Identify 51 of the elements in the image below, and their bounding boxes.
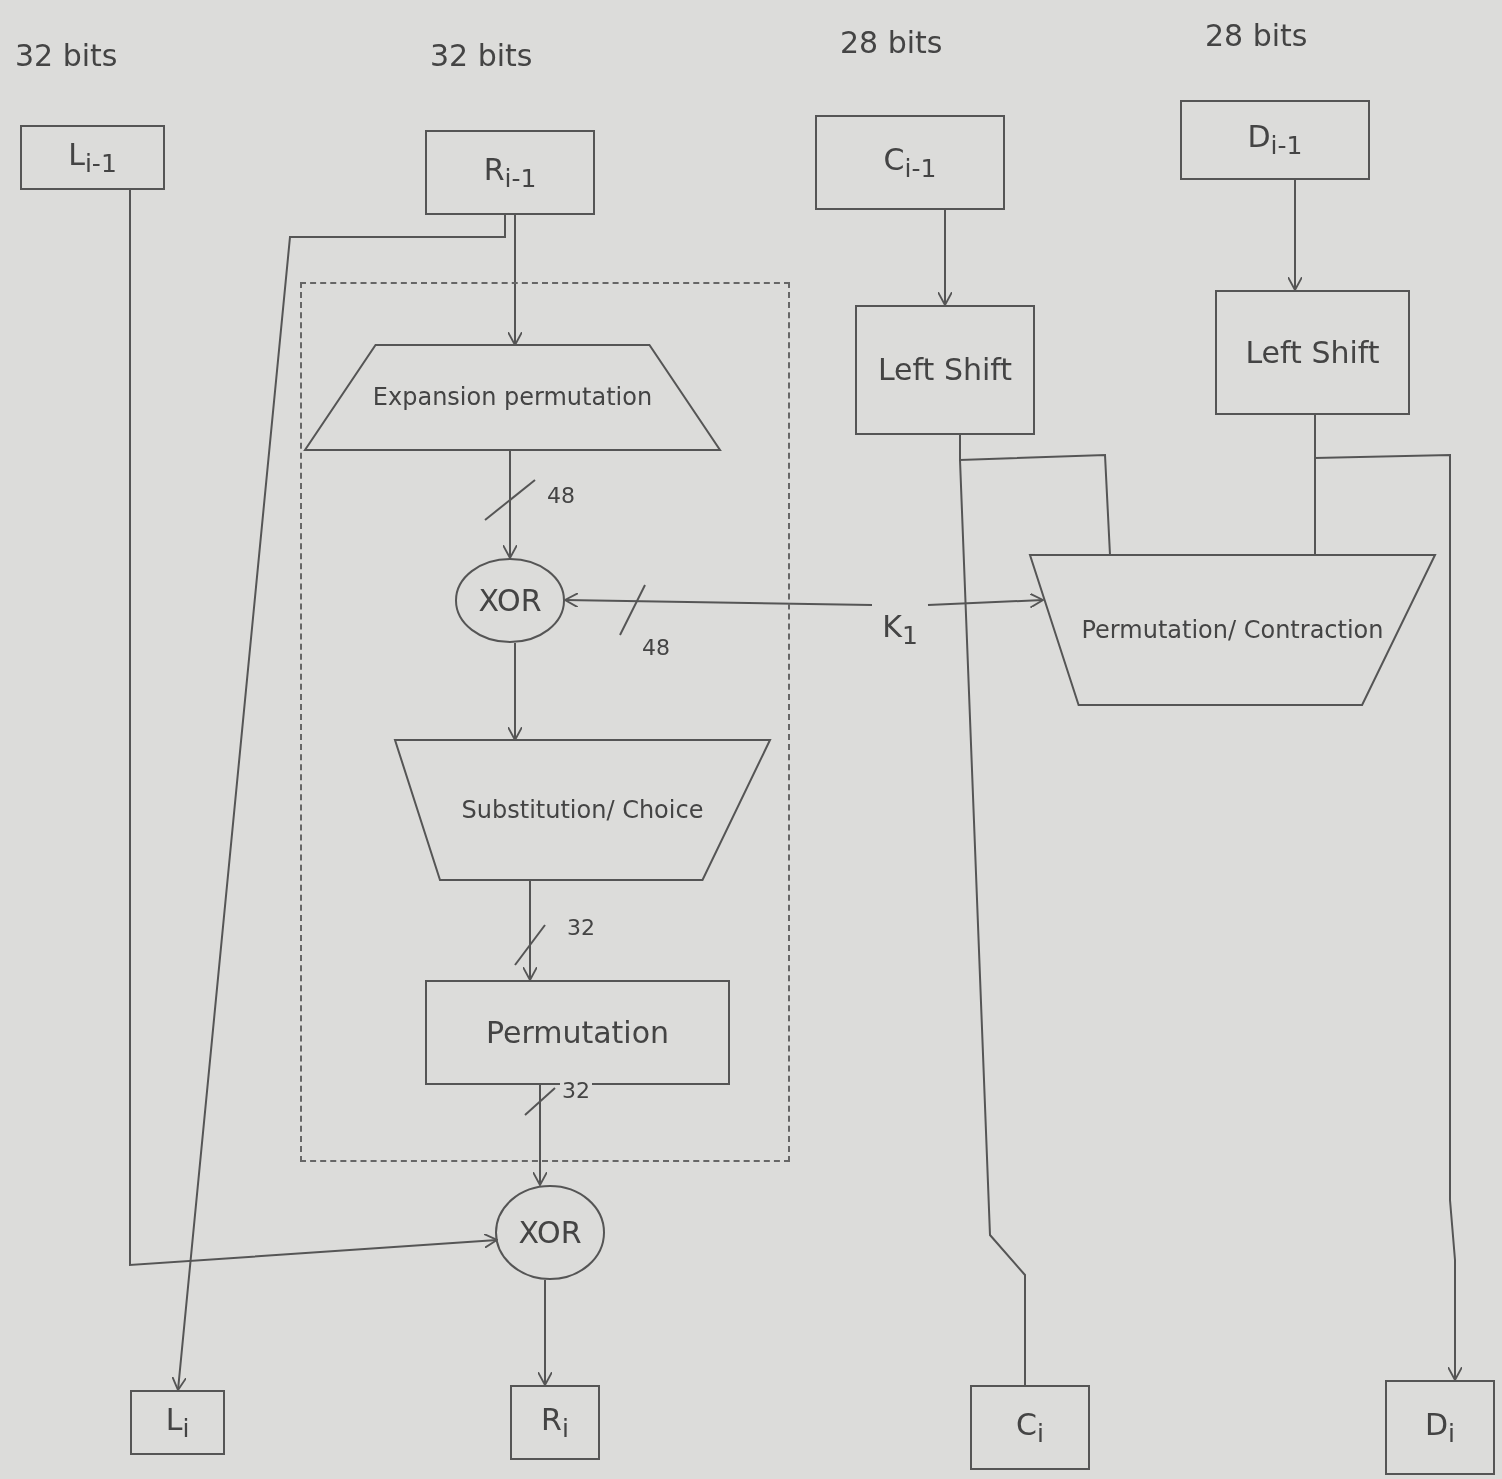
process-box (855, 305, 1035, 435)
dashed-function-box (300, 282, 790, 1162)
block-label: R$_{i-1}$ (483, 151, 537, 194)
process-box (425, 130, 595, 215)
block-label: XOR (518, 1214, 582, 1251)
bit-width-label: 28 bits (840, 25, 943, 60)
block-label: L$_{i-1}$ (68, 136, 117, 179)
trapezoid-block (395, 740, 770, 880)
block-label: Left Shift (1245, 334, 1380, 371)
arrow (537, 1279, 553, 1386)
arrow (522, 879, 538, 981)
block-label: XOR (478, 582, 542, 619)
process-box (970, 1385, 1090, 1470)
connector-line (959, 434, 1026, 1386)
block-label: Substitution/ Choice (461, 795, 704, 825)
block-label: Left Shift (877, 352, 1013, 388)
process-box (1180, 100, 1370, 180)
block-label: Permutation/ Contraction (1081, 615, 1384, 645)
arrow (937, 209, 953, 306)
arrow (507, 214, 523, 346)
arrow (564, 592, 873, 609)
trapezoid-block (1030, 555, 1435, 705)
arrow (532, 1084, 548, 1186)
block-label: D$_{i}$ (1424, 1406, 1456, 1449)
trapezoid-block (305, 345, 720, 450)
process-box (1385, 1380, 1495, 1475)
bit-width-label: 32 bits (430, 38, 533, 73)
block-label: L$_{i}$ (165, 1401, 190, 1444)
arrow (171, 214, 506, 1391)
block-label: D$_{i-1}$ (1247, 119, 1303, 161)
block-label: Permutation (485, 1014, 670, 1051)
process-box (130, 1390, 225, 1455)
bit-width-label: 32 bits (15, 38, 118, 73)
arrow (1287, 179, 1303, 291)
block-label: C$_{i}$ (1016, 1406, 1044, 1449)
process-box (20, 125, 165, 190)
arrow (502, 449, 518, 559)
block-label: C$_{i-1}$ (883, 141, 937, 184)
process-box (815, 115, 1005, 210)
block-label: Expansion permutation (372, 383, 653, 412)
process-box (1215, 290, 1410, 415)
arrow (1314, 414, 1463, 1381)
block-label: R$_{i}$ (541, 1401, 569, 1444)
process-box (510, 1385, 600, 1460)
arrow (927, 592, 1044, 609)
arrow (507, 642, 523, 741)
xor-circle (455, 558, 565, 643)
bit-width-label: 28 bits (1205, 18, 1308, 53)
arrow (129, 189, 498, 1267)
key-name: K$_{1}$ (882, 609, 918, 651)
xor-circle (495, 1185, 605, 1280)
